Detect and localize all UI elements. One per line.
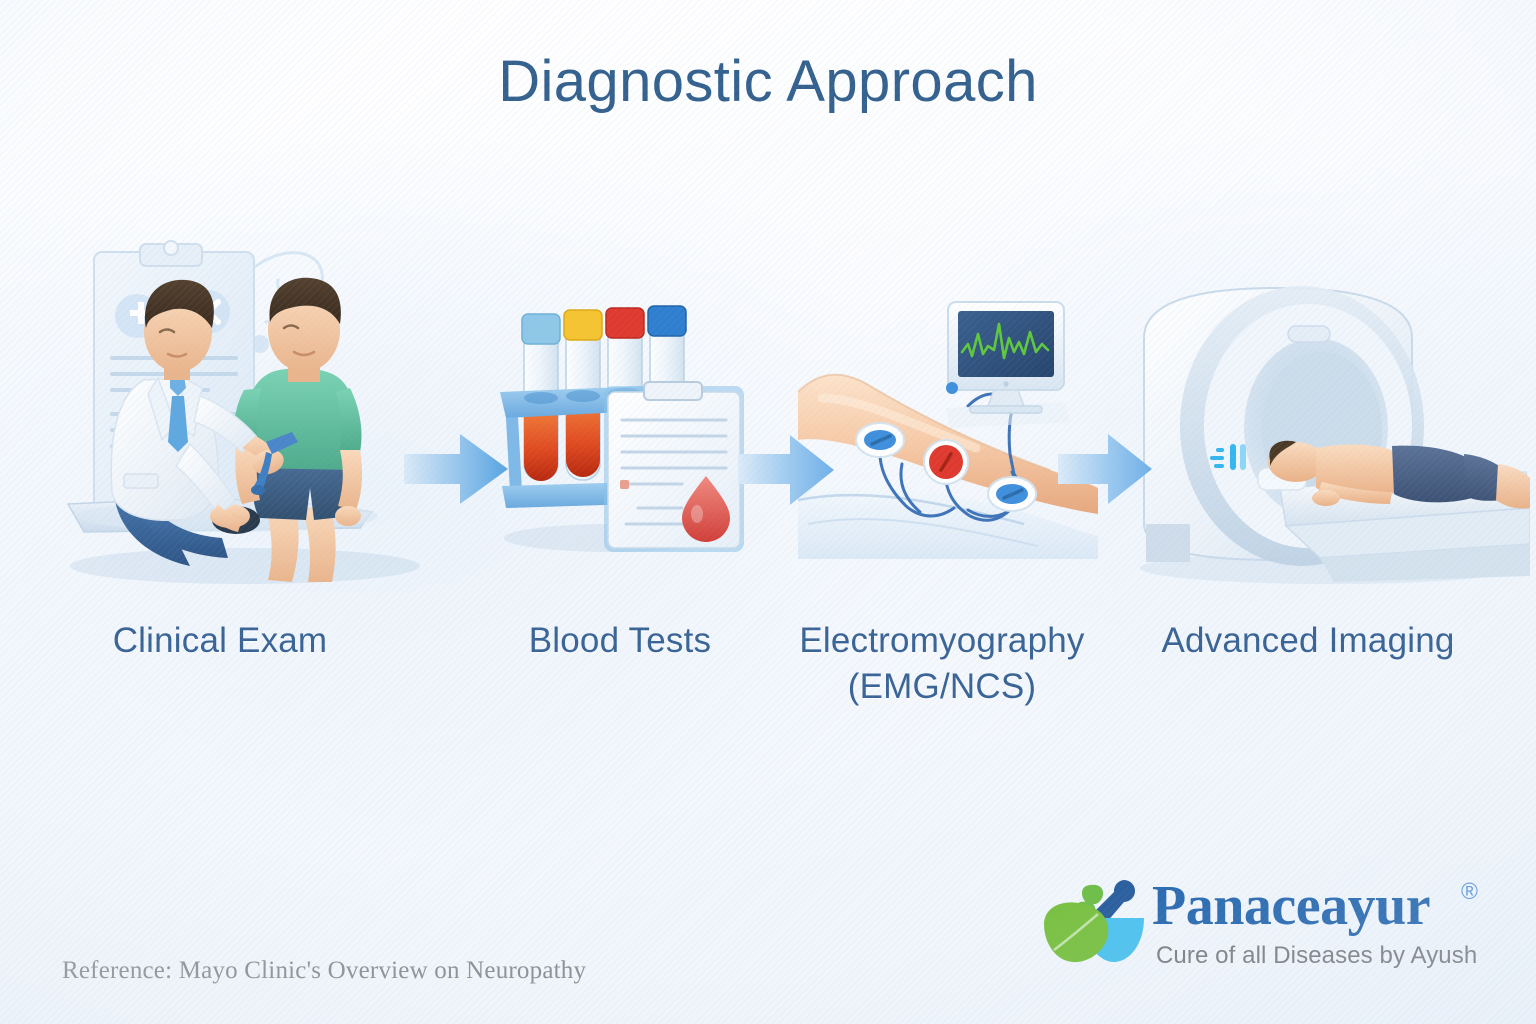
arrow-2 [738, 426, 838, 519]
registered-trademark-icon: ® [1461, 878, 1478, 904]
step-label-text: Electromyography [799, 621, 1085, 660]
step-label-blood-tests: Blood Tests [470, 618, 770, 664]
arrow-3 [1058, 424, 1158, 519]
illustration-mri [1130, 276, 1531, 586]
illustration-clinical-exam [60, 236, 440, 586]
arrow-1 [404, 424, 514, 519]
step-label-text: Blood Tests [528, 621, 712, 660]
brand-logo[interactable]: Panaceayur ® Cure of all Diseases by Ayu… [1040, 872, 1480, 977]
step-label-text: Advanced Imaging [1161, 621, 1455, 660]
logo-tagline: Cure of all Diseases by Ayush [1156, 942, 1478, 969]
reference-note: Reference: Mayo Clinic's Overview on Neu… [62, 957, 587, 984]
step-label-text: Clinical Exam [112, 621, 328, 660]
mortar-pestle-leaf-icon [1040, 874, 1148, 966]
step-label-advanced-imaging: Advanced Imaging [1128, 618, 1488, 664]
step-label-text-line2: (EMG/NCS) [847, 667, 1037, 707]
logo-wordmark: Panaceayur [1152, 875, 1431, 937]
page-title: Diagnostic Approach [498, 49, 1038, 114]
step-label-clinical-exam: Clinical Exam [60, 618, 380, 664]
illustration-emg [797, 294, 1098, 559]
illustration-blood-tests [492, 300, 760, 560]
step-label-emg: Electromyography (EMG/NCS) [772, 618, 1112, 710]
